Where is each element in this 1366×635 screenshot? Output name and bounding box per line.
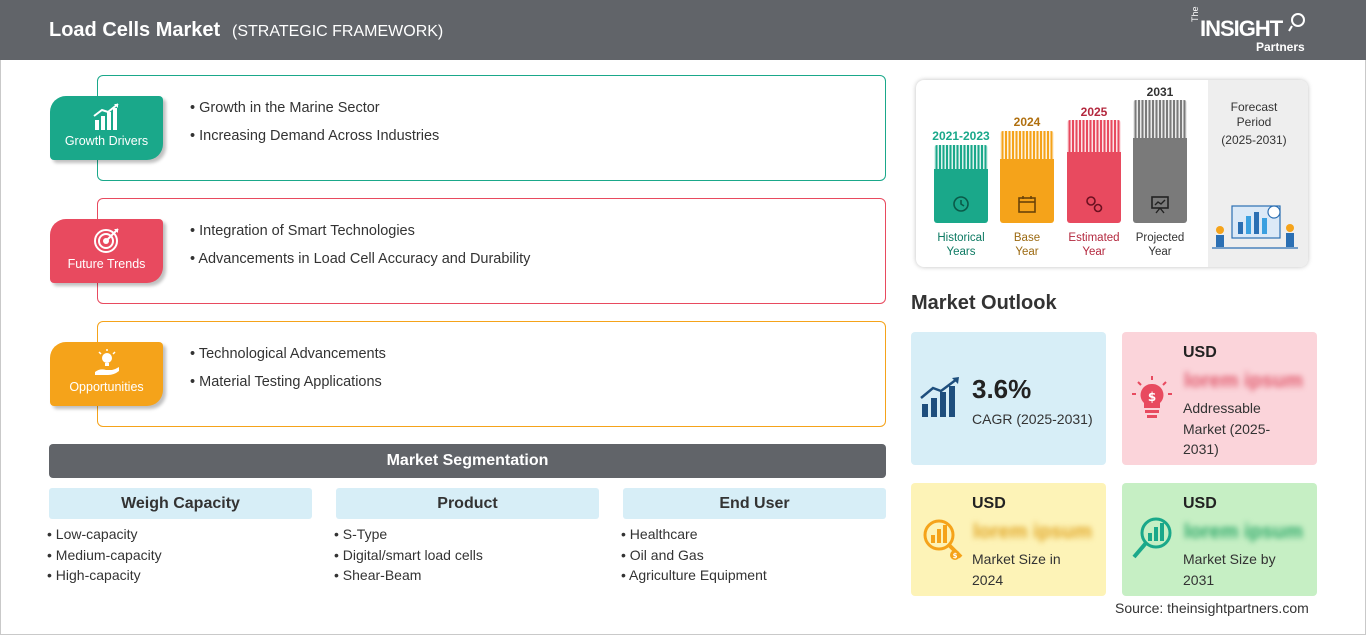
target-icon [93, 228, 119, 253]
cagr-label: CAGR (2025-2031) [972, 411, 1093, 427]
history-icon [953, 196, 969, 212]
list-item: Oil and Gas [621, 545, 767, 566]
logo-insight: INSIGHT [1200, 16, 1283, 41]
lightbulb-hand-icon [94, 349, 119, 375]
column-stripes [1133, 100, 1187, 138]
list-item: Agriculture Equipment [621, 565, 767, 586]
logo-the: The [1190, 6, 1200, 22]
historical-years-year: 2021-2023 [932, 129, 990, 143]
growth-drivers-badge: Growth Drivers [50, 96, 163, 160]
bar-chart-up-icon [92, 103, 119, 130]
size-2031-currency: USD [1183, 495, 1217, 512]
projected-year-label: Projected Year [1127, 231, 1193, 259]
list-item: Low-capacity [47, 524, 162, 545]
list-item: Material Testing Applications [190, 368, 386, 396]
calendar-icon [1018, 196, 1036, 213]
base-year-line2: Year [1015, 246, 1039, 258]
market-size-2031-box: USD lorem ipsum Market Size by 2031 [1122, 483, 1317, 596]
page-title: Load Cells Market [49, 19, 221, 41]
column-stripes [1000, 131, 1054, 159]
size-2024-value: lorem ipsum [973, 521, 1092, 543]
column-stripes [934, 145, 988, 169]
logo-loop-icon [1288, 13, 1305, 32]
list-item: Integration of Smart Technologies [190, 217, 530, 245]
segment-list-product: S-Type Digital/smart load cells Shear-Be… [334, 524, 483, 586]
page-subtitle: (STRATEGIC FRAMEWORK) [232, 23, 444, 40]
projected-year-line1: Projected [1135, 232, 1185, 244]
growth-drivers-card: Growth in the Marine Sector Increasing D… [97, 75, 886, 181]
magnifier-chart-icon: $ [923, 519, 963, 560]
source-text: Source: theinsightpartners.com [1115, 600, 1309, 616]
forecast-line1: Forecast [1230, 100, 1278, 114]
opportunities-label: Opportunities [69, 380, 144, 394]
segmentation-title: Market Segmentation [49, 444, 886, 478]
presentation-icon [1151, 196, 1169, 214]
list-item: Advancements in Load Cell Accuracy and D… [190, 245, 530, 273]
column-stripes [1067, 120, 1121, 152]
analytics-people-icon [1212, 205, 1298, 249]
historical-years-line1: Historical [937, 232, 985, 244]
estimated-year-line1: Estimated [1068, 232, 1120, 244]
segment-heading-product: Product [336, 488, 599, 519]
opportunities-badge: Opportunities [50, 342, 163, 406]
segment-list-weigh-capacity: Low-capacity Medium-capacity High-capaci… [47, 524, 162, 586]
future-trends-list: Integration of Smart Technologies Advanc… [190, 217, 530, 273]
list-item: High-capacity [47, 565, 162, 586]
list-item: Shear-Beam [334, 565, 483, 586]
size-2024-currency: USD [972, 495, 1006, 512]
list-item: Healthcare [621, 524, 767, 545]
svg-text:$: $ [953, 552, 958, 560]
addressable-currency: USD [1183, 344, 1217, 361]
segment-heading-weigh-capacity: Weigh Capacity [49, 488, 312, 519]
opportunities-card: Technological Advancements Material Test… [97, 321, 886, 427]
list-item: Digital/smart load cells [334, 545, 483, 566]
forecast-range: (2025-2031) [1221, 133, 1287, 147]
list-item: Technological Advancements [190, 340, 386, 368]
header-bar: Load Cells Market (STRATEGIC FRAMEWORK) … [0, 0, 1366, 60]
base-year-line1: Base [1013, 232, 1041, 244]
gears-icon [1086, 196, 1103, 213]
base-year-year: 2024 [1013, 115, 1041, 129]
market-size-2024-box: $ USD lorem ipsum Market Size in 2024 [911, 483, 1106, 596]
historical-years-line2: Years [946, 246, 976, 258]
cagr-value: 3.6% [972, 374, 1032, 404]
growth-drivers-list: Growth in the Marine Sector Increasing D… [190, 94, 439, 150]
list-item: Medium-capacity [47, 545, 162, 566]
addressable-label: Addressable Market (2025-2031) [1183, 400, 1271, 457]
idea-dollar-icon: $ [1132, 376, 1172, 418]
historical-years-label: Historical Years [928, 231, 994, 259]
insight-partners-logo[interactable]: The INSIGHT Partners [1190, 6, 1310, 54]
magnifier-growth-icon [1132, 517, 1172, 559]
projected-year-year: 2031 [1146, 85, 1174, 99]
market-outlook-title: Market Outlook [911, 292, 1057, 314]
projected-year-line2: Year [1148, 246, 1172, 258]
cagr-box: 3.6% CAGR (2025-2031) [911, 332, 1106, 465]
forecast-period-text: Forecast Period (2025-2031) [1208, 100, 1300, 148]
segment-list-end-user: Healthcare Oil and Gas Agriculture Equip… [621, 524, 767, 586]
base-year-label: Base Year [994, 231, 1060, 259]
size-2031-value: lorem ipsum [1184, 521, 1303, 543]
future-trends-badge: Future Trends [50, 219, 163, 283]
size-2031-label: Market Size by 2031 [1183, 551, 1276, 588]
estimated-year-year: 2025 [1080, 105, 1108, 119]
growth-chart-icon [920, 377, 959, 417]
svg-text:$: $ [1148, 390, 1156, 404]
list-item: S-Type [334, 524, 483, 545]
growth-drivers-label: Growth Drivers [64, 134, 149, 148]
size-2024-label: Market Size in 2024 [972, 551, 1061, 588]
list-item: Growth in the Marine Sector [190, 94, 439, 122]
opportunities-list: Technological Advancements Material Test… [190, 340, 386, 396]
estimated-year-label: Estimated Year [1061, 231, 1127, 259]
list-item: Increasing Demand Across Industries [190, 122, 439, 150]
forecast-line2: Period [1236, 115, 1272, 129]
addressable-market-box: $ USD lorem ipsum Addressable Market (20… [1122, 332, 1317, 465]
segment-heading-end-user: End User [623, 488, 886, 519]
estimated-year-line2: Year [1082, 246, 1106, 258]
future-trends-card: Integration of Smart Technologies Advanc… [97, 198, 886, 304]
future-trends-label: Future Trends [67, 257, 146, 271]
logo-partners: Partners [1256, 40, 1305, 54]
addressable-value: lorem ipsum [1184, 370, 1303, 392]
